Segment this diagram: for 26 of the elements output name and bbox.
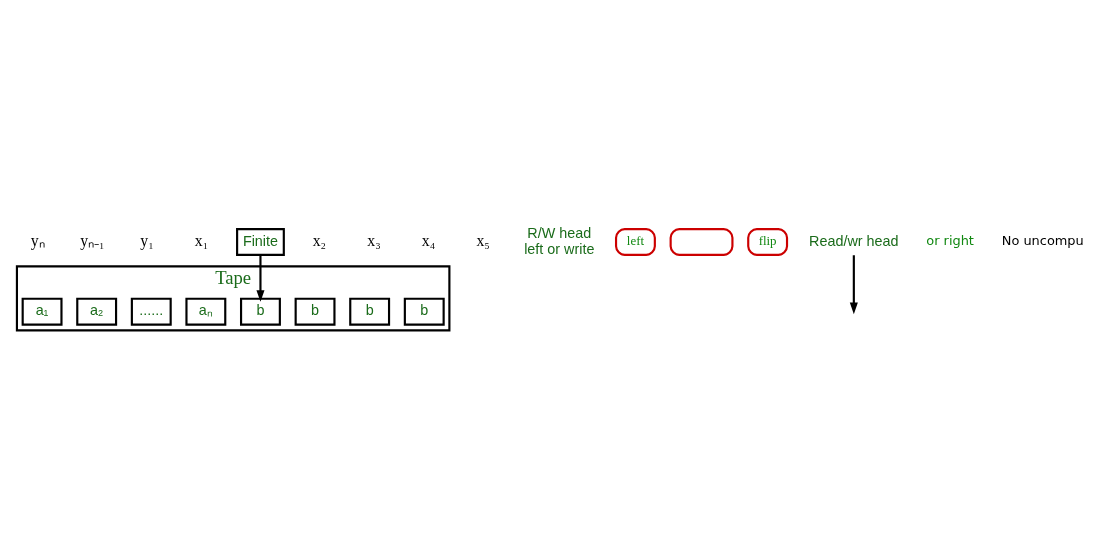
label: or right (926, 233, 974, 249)
node-box: b (403, 297, 445, 326)
node-text: Read/wr head (809, 232, 899, 249)
arrow (849, 255, 858, 315)
label: yₙ (30, 232, 45, 250)
node-box: a₁ (21, 297, 63, 326)
node-box (669, 228, 734, 257)
node-box: Finite (236, 228, 285, 257)
node-text: R/W head left or write (524, 224, 595, 257)
node-box: aₙ (185, 297, 227, 326)
label: x₂ (312, 232, 327, 250)
label: No uncompu (1001, 233, 1084, 249)
node-box: b (240, 297, 281, 326)
node-box: b (294, 297, 336, 326)
node-box: ...... (130, 297, 172, 326)
node-box: flip (747, 228, 789, 257)
label: x₃ (367, 232, 381, 250)
node-box: a₂ (76, 297, 118, 326)
label: y₁ (140, 232, 154, 250)
node-box: b (349, 297, 391, 326)
label: x₄ (421, 232, 436, 250)
arrow (256, 255, 265, 302)
label: yₙ₋₁ (80, 232, 105, 250)
node-box: left (614, 228, 656, 257)
label: x₅ (476, 232, 490, 250)
label: x₁ (194, 232, 209, 250)
